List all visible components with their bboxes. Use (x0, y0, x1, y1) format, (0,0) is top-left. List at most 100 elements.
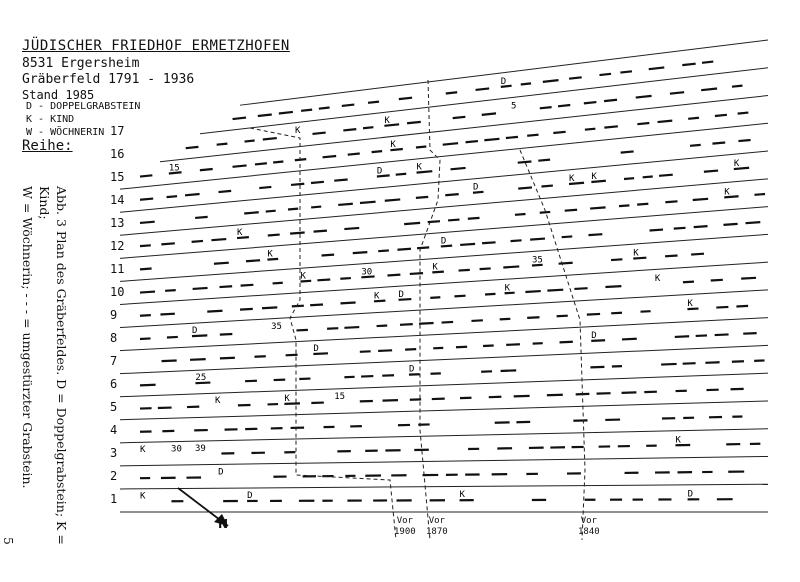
grave-stone (635, 94, 652, 99)
grave-stone (716, 305, 729, 309)
grave-stone (583, 100, 597, 105)
grave-stone (558, 261, 573, 265)
grave-stone (427, 220, 441, 224)
row-separator (119, 483, 769, 490)
row-number: 17 (110, 123, 125, 138)
grave-stone (472, 190, 484, 194)
grave-stone (705, 361, 720, 364)
grave-stone (373, 299, 386, 303)
grave-stone (160, 312, 175, 316)
grave-stone (312, 131, 326, 136)
plan-period: Gräberfeld 1791 - 1936 (22, 72, 195, 87)
grave-stone (621, 337, 637, 341)
grave-stone (244, 211, 259, 215)
grave-stone (559, 340, 573, 344)
grave-stone (445, 193, 459, 197)
grave-mark-label: K (655, 274, 661, 284)
grave-stone (262, 136, 277, 141)
vor-1840-year: 1840 (578, 527, 600, 537)
grave-stone (244, 139, 255, 143)
grave-stone (195, 215, 208, 220)
grave-mark-label: 25 (195, 373, 206, 383)
grave-mark-label: K (505, 283, 511, 293)
grave-stone (347, 152, 360, 156)
grave-stone (541, 184, 553, 188)
grave-mark-label: K (687, 299, 693, 309)
dashed-boundary (249, 127, 397, 541)
row-number: 7 (110, 354, 118, 369)
grave-stone (620, 150, 634, 154)
grave-stone (712, 141, 726, 145)
grave-mark-label: D (247, 491, 252, 501)
grave-mark-label: D (591, 331, 596, 341)
grave-stone (168, 171, 182, 175)
grave-stone (674, 335, 690, 339)
grave-stone (161, 359, 177, 363)
grave-stone (482, 241, 496, 245)
grave-stone (648, 66, 665, 71)
grave-stone (272, 281, 283, 285)
grave-mark-label: D (377, 167, 382, 177)
grave-stone (743, 331, 757, 335)
grave-stone (139, 383, 156, 387)
grave-mark-label: K (633, 249, 639, 259)
grave-stone (376, 324, 388, 328)
row-number: 8 (110, 331, 118, 346)
grave-stone (561, 235, 573, 239)
grave-stone (556, 314, 568, 318)
grave-stone (500, 84, 512, 88)
row-separator (119, 400, 769, 421)
grave-stone (245, 259, 261, 263)
grave-stone (367, 100, 380, 104)
grave-stone (618, 204, 630, 208)
grave-stone (445, 91, 458, 95)
grave-stone (191, 334, 208, 338)
grave-stone (384, 198, 401, 202)
grave-stone (340, 276, 351, 280)
grave-stone (213, 261, 229, 265)
grave-stone (185, 145, 199, 150)
grave-stone (658, 173, 673, 177)
vor-label-1870: Vor 1870 (426, 516, 448, 538)
grave-stone (409, 271, 424, 276)
grave-stone (564, 208, 578, 212)
grave-stone (165, 289, 176, 292)
grave-stone (586, 312, 601, 316)
grave-stone (591, 179, 606, 184)
grave-stone (467, 216, 480, 220)
grave-stone (300, 108, 313, 112)
grave-mark-label: K (432, 262, 438, 272)
grave-stone (216, 142, 228, 146)
grave-mark-label: 5 (511, 102, 516, 112)
grave-mark-label: K (140, 491, 146, 501)
grave-mark-label: K (734, 159, 740, 169)
grave-mark-label: D (192, 326, 197, 336)
grave-stone (657, 119, 673, 124)
grave-stone (287, 207, 299, 211)
row-separator (119, 372, 769, 398)
grave-stone (232, 164, 247, 168)
row-number: 10 (110, 285, 125, 300)
grave-stone (539, 106, 552, 110)
row-separator (119, 317, 769, 352)
grave-stone (218, 189, 232, 194)
grave-stone (191, 239, 204, 243)
grave-stone (376, 174, 390, 178)
grave-stone (296, 328, 308, 332)
grave-stone (701, 60, 714, 64)
grave-mark-label: K (140, 445, 146, 455)
grave-stone (460, 242, 476, 247)
grave-mark-label: K (267, 250, 273, 260)
row-number: 4 (110, 423, 118, 438)
grave-stone (139, 337, 151, 341)
grave-stone (267, 257, 279, 261)
grave-stone (693, 225, 708, 229)
grave-stone (701, 87, 718, 92)
grave-stone (310, 303, 324, 307)
grave-stone (313, 352, 329, 356)
grave-stone (361, 275, 375, 279)
north-label: N (218, 517, 229, 531)
row-separator (119, 261, 769, 305)
grave-stone (139, 314, 151, 317)
